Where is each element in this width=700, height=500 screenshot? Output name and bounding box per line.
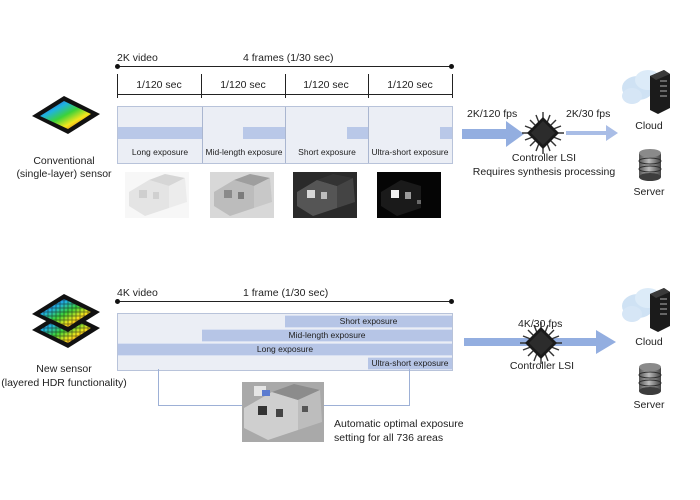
ultra-short-exposure-image — [377, 172, 441, 218]
exposure-panel: Long exposure Mid-length exposure Short … — [117, 106, 453, 164]
frame-timeline — [117, 301, 452, 302]
subframe-tick — [285, 74, 286, 98]
subframe-time: 1/120 sec — [220, 79, 266, 91]
subframe-tick — [452, 74, 453, 98]
subframe-tick — [117, 74, 118, 98]
panel-divider — [285, 107, 286, 163]
subframe-time: 1/120 sec — [303, 79, 349, 91]
server-label: Server — [633, 186, 665, 198]
new-sensor-sublabel: (layered HDR functionality) — [1, 377, 127, 389]
video-label: 2K video — [117, 52, 158, 64]
timeline-dot — [115, 64, 120, 69]
fps-in-label: 2K/120 fps — [467, 108, 518, 120]
long-exposure-bar — [118, 127, 202, 139]
frames-label: 1 frame (1/30 sec) — [243, 287, 329, 299]
controller-lsi-chip-icon — [522, 112, 564, 154]
cloud-server-icon — [622, 288, 670, 332]
arrow-right-icon — [462, 121, 524, 147]
subframe-time: 1/120 sec — [387, 79, 433, 91]
controller-lsi-label: Controller LSI — [509, 360, 575, 372]
exposure-label: Mid-length exposure — [205, 147, 283, 157]
database-server-icon — [638, 149, 662, 181]
exposure-label: Long exposure — [131, 147, 189, 157]
arrow-right-icon — [566, 125, 618, 141]
long-exposure-bar: Long exposure — [118, 343, 452, 356]
short-exposure-bar: Short exposure — [285, 315, 452, 328]
conventional-sensor-sublabel: (single-layer) sensor — [16, 168, 112, 180]
fps-label: 4K/30 fps — [518, 318, 563, 330]
exposure-label: Short exposure — [298, 147, 356, 157]
auto-exposure-note: Automatic optimal exposure — [334, 418, 464, 430]
hdr-composite-image — [242, 382, 324, 442]
conventional-sensor-label: Conventional — [33, 155, 95, 167]
exposure-stack-panel: Short exposure Mid-length exposure Long … — [117, 313, 453, 371]
video-label: 4K video — [117, 287, 158, 299]
controller-lsi-chip-icon — [520, 322, 562, 364]
ultra-short-exposure-bar: Ultra-short exposure — [368, 357, 452, 370]
panel-divider — [368, 107, 369, 163]
synthesis-note: Requires synthesis processing — [472, 166, 616, 178]
short-exposure-image — [293, 172, 357, 218]
frames-label: 4 frames (1/30 sec) — [243, 52, 334, 64]
timeline-dot — [449, 64, 454, 69]
subframe-tick — [201, 74, 202, 98]
subframe-timeline — [117, 94, 452, 95]
database-server-icon — [638, 363, 662, 395]
fps-out-label: 2K/30 fps — [566, 108, 611, 120]
sensor-chip-icon — [32, 96, 100, 134]
auto-exposure-note-line2: setting for all 736 areas — [334, 432, 444, 444]
mid-exposure-image — [210, 172, 274, 218]
frames-timeline — [117, 66, 452, 67]
timeline-dot — [115, 299, 120, 304]
cloud-server-icon — [622, 70, 670, 114]
mid-exposure-bar — [243, 127, 285, 139]
subframe-tick — [368, 74, 369, 98]
server-label: Server — [633, 399, 665, 411]
exposure-label: Ultra-short exposure — [371, 147, 449, 157]
subframe-time: 1/120 sec — [136, 79, 182, 91]
new-sensor-label: New sensor — [36, 363, 92, 375]
layered-sensor-icon — [32, 294, 100, 348]
long-exposure-image — [125, 172, 189, 218]
short-exposure-bar — [347, 127, 368, 139]
cloud-label: Cloud — [635, 336, 663, 348]
controller-lsi-label: Controller LSI — [511, 152, 577, 164]
timeline-dot — [449, 299, 454, 304]
ultra-short-exposure-bar — [440, 127, 452, 139]
panel-divider — [202, 107, 203, 163]
cloud-label: Cloud — [635, 120, 663, 132]
mid-length-exposure-bar: Mid-length exposure — [202, 329, 452, 342]
